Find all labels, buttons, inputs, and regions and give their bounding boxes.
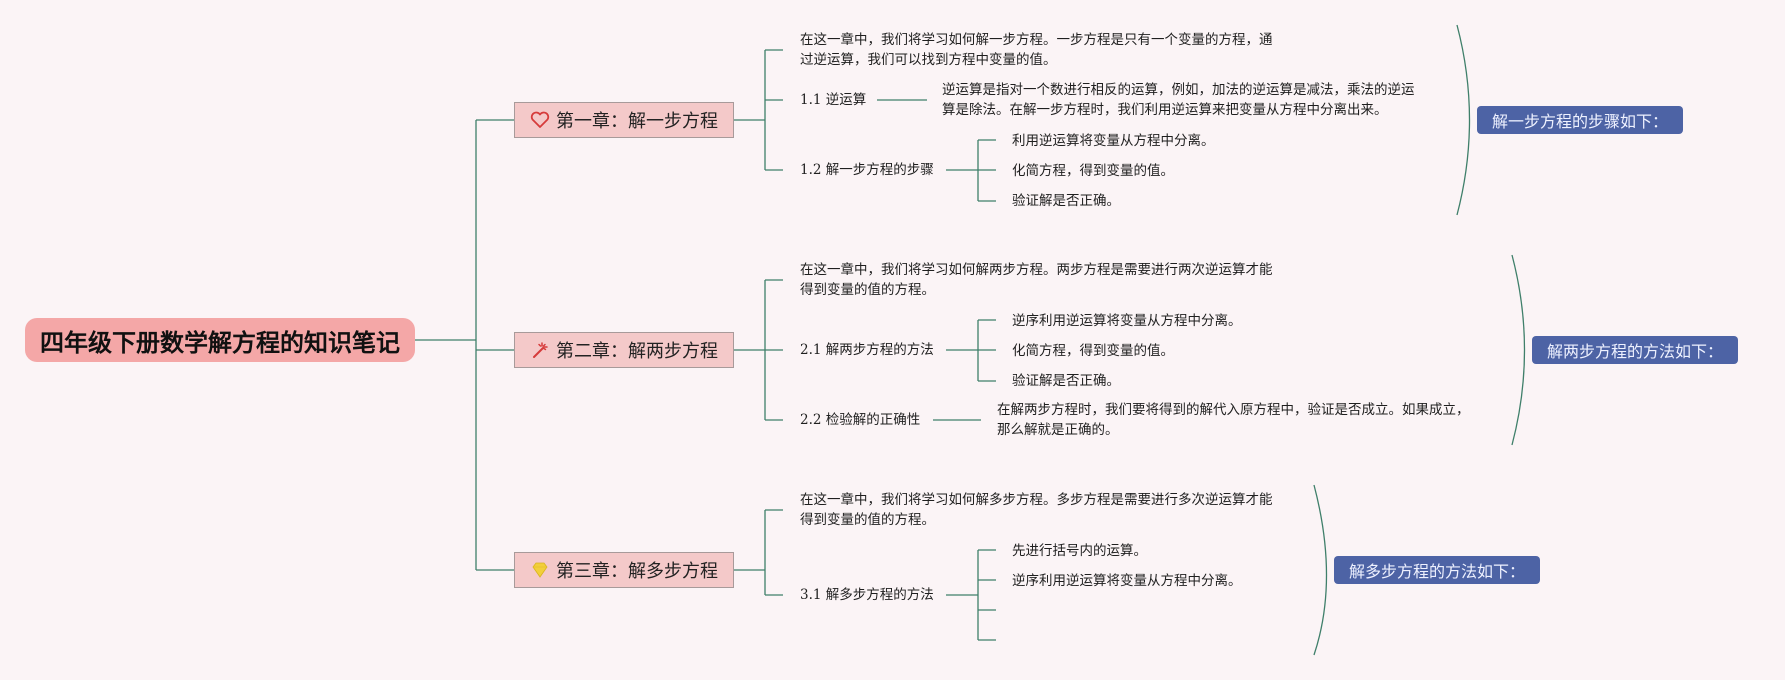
section-2-2-desc-line-1: 在解两步方程时，我们要将得到的解代入原方程中，验证是否成立。如果成立， [997, 402, 1470, 418]
section-1-1-desc-line-1: 逆运算是指对一个数进行相反的运算，例如，加法的逆运算是减法，乘法的逆运 [942, 82, 1415, 98]
chapter-1-node[interactable]: 第一章：解一步方程 [514, 102, 734, 138]
chapter-3-intro[interactable]: 在这一章中，我们将学习如何解多步方程。多步方程是需要进行多次逆运算才能 得到变量… [800, 490, 1273, 530]
step-1-2-1[interactable]: 利用逆运算将变量从方程中分离。 [1012, 133, 1215, 149]
step-1-2-3[interactable]: 验证解是否正确。 [1012, 193, 1120, 209]
section-2-2-desc-line-2: 那么解就是正确的。 [997, 422, 1119, 438]
chapter-2-intro-line-1: 在这一章中，我们将学习如何解两步方程。两步方程是需要进行两次逆运算才能 [800, 262, 1273, 278]
step-2-1-1[interactable]: 逆序利用逆运算将变量从方程中分离。 [1012, 313, 1242, 329]
chapter-3-node[interactable]: 第三章：解多步方程 [514, 552, 734, 588]
chapter-2-node[interactable]: 第二章：解两步方程 [514, 332, 734, 368]
chapter-1-intro[interactable]: 在这一章中，我们将学习如何解一步方程。一步方程是只有一个变量的方程，通 过逆运算… [800, 30, 1273, 70]
section-3-1-label[interactable]: 3.1 解多步方程的方法 [800, 587, 934, 603]
chapter-3-title: 第三章：解多步方程 [556, 561, 718, 582]
diamond-icon [530, 561, 550, 579]
chapter-2-summary-label: 解两步方程的方法如下： [1546, 342, 1723, 361]
chapter-1-intro-line-2: 过逆运算，我们可以找到方程中变量的值。 [800, 52, 1057, 68]
chapter-3-summary[interactable]: 解多步方程的方法如下： [1334, 556, 1540, 584]
step-3-1-2[interactable]: 逆序利用逆运算将变量从方程中分离。 [1012, 573, 1242, 589]
section-2-1-label[interactable]: 2.1 解两步方程的方法 [800, 342, 934, 358]
step-2-1-3[interactable]: 验证解是否正确。 [1012, 373, 1120, 389]
chapter-1-summary-label: 解一步方程的步骤如下： [1491, 112, 1668, 131]
section-1-1-description[interactable]: 逆运算是指对一个数进行相反的运算，例如，加法的逆运算是减法，乘法的逆运 算是除法… [942, 80, 1415, 120]
chapter-2-intro[interactable]: 在这一章中，我们将学习如何解两步方程。两步方程是需要进行两次逆运算才能 得到变量… [800, 260, 1273, 300]
chapter-3-intro-line-2: 得到变量的值的方程。 [800, 512, 935, 528]
root-title: 四年级下册数学解方程的知识笔记 [40, 328, 400, 357]
step-3-1-1[interactable]: 先进行括号内的运算。 [1012, 543, 1147, 559]
chapter-1-summary[interactable]: 解一步方程的步骤如下： [1477, 106, 1683, 134]
magic-wand-icon [530, 341, 550, 359]
section-1-1-desc-line-2: 算是除法。在解一步方程时，我们利用逆运算来把变量从方程中分离出来。 [942, 102, 1388, 118]
section-1-2-label[interactable]: 1.2 解一步方程的步骤 [800, 162, 934, 178]
chapter-2-intro-line-2: 得到变量的值的方程。 [800, 282, 935, 298]
chapter-2-summary[interactable]: 解两步方程的方法如下： [1532, 336, 1738, 364]
step-2-1-2[interactable]: 化简方程，得到变量的值。 [1012, 343, 1174, 359]
chapter-3-intro-line-1: 在这一章中，我们将学习如何解多步方程。多步方程是需要进行多次逆运算才能 [800, 492, 1273, 508]
chapter-1-title: 第一章：解一步方程 [556, 111, 718, 132]
section-1-1-label[interactable]: 1.1 逆运算 [800, 92, 867, 108]
root-topic[interactable]: 四年级下册数学解方程的知识笔记 [25, 318, 415, 362]
section-2-2-description[interactable]: 在解两步方程时，我们要将得到的解代入原方程中，验证是否成立。如果成立， 那么解就… [997, 400, 1470, 440]
section-2-2-label[interactable]: 2.2 检验解的正确性 [800, 412, 921, 428]
chapter-2-title: 第二章：解两步方程 [556, 341, 718, 362]
chapter-1-intro-line-1: 在这一章中，我们将学习如何解一步方程。一步方程是只有一个变量的方程，通 [800, 32, 1273, 48]
chapter-3-summary-label: 解多步方程的方法如下： [1348, 562, 1525, 581]
step-1-2-2[interactable]: 化简方程，得到变量的值。 [1012, 163, 1174, 179]
heart-icon [530, 111, 550, 129]
